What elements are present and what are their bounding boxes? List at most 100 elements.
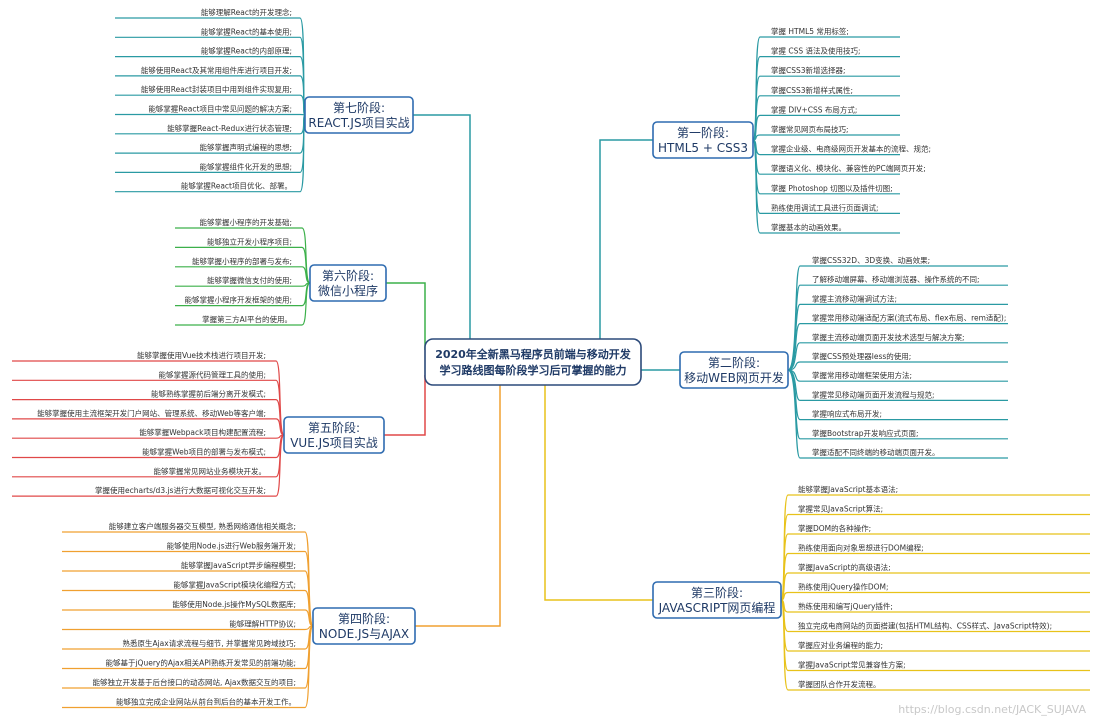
stage-mobile-web: 第二阶段:移动WEB网页开发 — [679, 351, 789, 389]
center-box — [424, 338, 642, 386]
leaf-item: 能够掌握Webpack项目构建配置流程; — [139, 427, 266, 437]
leaf-item: 掌握企业级、电商级网页开发基本的流程、规范; — [771, 144, 931, 154]
leaf-connector — [780, 591, 1090, 601]
leaf-item: 独立完成电商网站的页面搭建(包括HTML结构、CSS样式、JavaScript特… — [798, 621, 1052, 631]
leaf-item: 能够建立客户端服务器交互模型, 熟悉网络通信相关概念; — [109, 521, 296, 531]
stage-javascript-label: 第三阶段: — [691, 585, 743, 600]
stage-nodejs-ajax-box — [312, 607, 416, 645]
leaf-item: 掌握常见JavaScript算法; — [798, 504, 883, 514]
leaf-item: 掌握语义化、模块化、兼容性的PC端网页开发; — [771, 163, 926, 173]
leaf-item: 能够掌握Web项目的部署与发布模式; — [142, 447, 266, 457]
leaf-item: 能够掌握使用Vue技术栈进行项目开发; — [137, 350, 266, 360]
stage-mobile-web-title: 移动WEB网页开发 — [684, 370, 784, 385]
leaf-connector — [12, 418, 285, 436]
connector-center-stage-html5-css3 — [599, 139, 653, 339]
leaf-item: 能够掌握小程序的部署与发布; — [192, 256, 292, 266]
leaf-connector — [175, 227, 311, 284]
leaf-item: 能够独立完成企业网站从前台到后台的基本开发工作。 — [116, 697, 296, 707]
leaf-connector — [62, 570, 314, 627]
leaf-item: 能够掌握小程序的开发基础; — [199, 217, 292, 227]
stage-html5-css3-title: HTML5 + CSS3 — [658, 141, 748, 155]
leaf-item: 掌握使用echarts/d3.js进行大数据可视化交互开发; — [95, 485, 266, 495]
stage-reactjs-box — [304, 96, 414, 134]
leaf-item: 能够掌握微信支付的使用; — [207, 275, 292, 285]
leaf-item: 能够理解HTTP协议; — [229, 619, 296, 629]
leaf-item: 能够使用Node.js操作MySQL数据库; — [172, 599, 296, 609]
leaf-item: 能够掌握组件化开发的思想; — [199, 161, 292, 171]
leaf-item: 掌握 DIV+CSS 布局方式; — [771, 104, 857, 114]
leaf-item: 掌握 CSS 语法及使用技巧; — [771, 46, 861, 56]
stage-nodejs-ajax: 第四阶段:NODE.JS与AJAX — [312, 607, 416, 645]
leaf-connector — [12, 379, 285, 436]
stage-mobile-web-box — [679, 351, 789, 389]
leaf-connector — [175, 282, 311, 326]
leaf-item: 掌握DOM的各种操作; — [798, 523, 871, 533]
leaf-item: 能够独立开发小程序项目; — [207, 236, 292, 246]
leaf-item: 能够理解React的开发理念; — [201, 7, 292, 17]
watermark: https://blog.csdn.net/JACK_SUJAVA — [898, 703, 1086, 716]
leaf-item: 能够独立开发基于后台接口的动态网站, Ajax数据交互的项目; — [92, 677, 296, 687]
leaf-item: 掌握 Photoshop 切图以及插件切图; — [771, 183, 893, 193]
leaf-item: 能够掌握React的基本使用; — [201, 26, 292, 36]
leaf-item: 掌握JavaScript的高级语法; — [798, 562, 891, 572]
leaf-item: 能够掌握React项目中常见问题的解决方案; — [148, 104, 292, 114]
stage-vuejs-label: 第五阶段: — [308, 420, 360, 435]
leaf-item: 能够掌握声明式编程的思想; — [199, 142, 292, 152]
leaf-item: 能够掌握常见网站业务模块开发。 — [154, 466, 267, 476]
stage-reactjs-label: 第七阶段: — [333, 100, 385, 115]
leaf-connector — [12, 434, 285, 497]
stage-wechat-miniprogram-title: 微信小程序 — [318, 283, 378, 298]
connector-center-stage-vuejs — [384, 375, 426, 436]
stage-reactjs: 第七阶段:REACT.JS项目实战 — [304, 96, 414, 134]
stage-node-layer: 第一阶段:HTML5 + CSS3 第二阶段:移动WEB网页开发第三阶段:JAVA… — [283, 96, 789, 645]
leaf-item: 熟悉原生Ajax请求流程与细节, 并掌握常见跨域技巧; — [122, 638, 296, 648]
leaf-connector — [787, 369, 1008, 459]
stage-javascript-title: JAVASCRIPT网页编程 — [658, 600, 776, 615]
leaf-item: 能够基于jQuery的Ajax相关API熟练开发常见的前端功能; — [105, 658, 296, 668]
leaf-item: 掌握CSS32D、3D变换、动画效果; — [812, 255, 930, 265]
leaf-item: 掌握Bootstrap开发响应式页面; — [812, 428, 919, 438]
stage-reactjs-title: REACT.JS项目实战 — [308, 115, 409, 130]
leaf-item: 掌握团队合作开发流程。 — [798, 679, 881, 689]
stage-html5-css3-box — [652, 121, 754, 159]
leaf-item: 能够掌握使用主流框架开发门户网站、管理系统、移动Web等客户端; — [37, 408, 266, 418]
leaf-item: 掌握响应式布局开发; — [812, 409, 882, 419]
leaf-item: 熟练使用和编写jQuery插件; — [798, 601, 893, 611]
leaf-item: 掌握CSS3新增选择器; — [771, 65, 846, 75]
leaf-item: 能够掌握React项目优化、部署。 — [181, 181, 292, 191]
connector-layer — [384, 114, 680, 627]
leaf-item: 掌握常用移动端框架使用方法; — [812, 370, 912, 380]
leaf-connector — [787, 342, 1008, 371]
leaf-connector — [115, 113, 306, 116]
leaf-item: 掌握常用移动端适配方案(流式布局、flex布局、rem适配); — [812, 313, 1006, 323]
center-node: 2020年全新黑马程序员前端与移动开发 学习路线图每阶段学习后可掌握的能力 — [424, 338, 642, 386]
stage-wechat-miniprogram-box — [309, 264, 387, 302]
leaf-item: 掌握常见移动端页面开发流程与规范; — [812, 389, 935, 399]
leaf-item: 掌握主流移动端页面开发技术选型与解决方案; — [812, 332, 965, 342]
leaf-item: 了解移动端屏幕、移动端浏览器、操作系统的不同; — [812, 274, 980, 284]
leaf-connector — [787, 361, 1008, 371]
leaf-connector — [752, 134, 900, 141]
leaf-item: 掌握基本的动画效果。 — [771, 222, 846, 232]
leaf-item: 能够熟练掌握前后端分离开发模式; — [151, 389, 266, 399]
stage-html5-css3-label: 第一阶段: — [677, 125, 729, 140]
stage-vuejs: 第五阶段:VUE.JS项目实战 — [283, 416, 385, 454]
leaf-item: 掌握常见网页布局技巧; — [771, 124, 849, 134]
leaf-item: 能够掌握JavaScript异步编程模型; — [181, 560, 296, 570]
stage-javascript: 第三阶段:JAVASCRIPT网页编程 — [652, 581, 782, 619]
leaf-item: 能够掌握React-Redux进行状态管理; — [167, 123, 292, 133]
leaf-connector — [752, 114, 900, 141]
center-title-line1: 2020年全新黑马程序员前端与移动开发 — [435, 347, 632, 361]
leaf-connector — [752, 139, 900, 234]
leaf-item: 熟练使用jQuery操作DOM; — [798, 582, 889, 592]
leaf-connector — [780, 599, 1090, 691]
leaf-item: 能够掌握JavaScript模块化编程方式; — [173, 580, 296, 590]
leaf-connector — [62, 625, 314, 709]
connector-center-stage-reactjs — [413, 114, 471, 339]
leaf-layer: 掌握 HTML5 常用标签;掌握 CSS 语法及使用技巧;掌握CSS3新增选择器… — [12, 7, 1090, 709]
connector-center-stage-wechat-miniprogram — [386, 282, 426, 350]
stage-mobile-web-label: 第二阶段: — [708, 355, 760, 370]
leaf-connector — [175, 266, 311, 284]
center-title-line2: 学习路线图每阶段学习后可掌握的能力 — [440, 363, 627, 377]
